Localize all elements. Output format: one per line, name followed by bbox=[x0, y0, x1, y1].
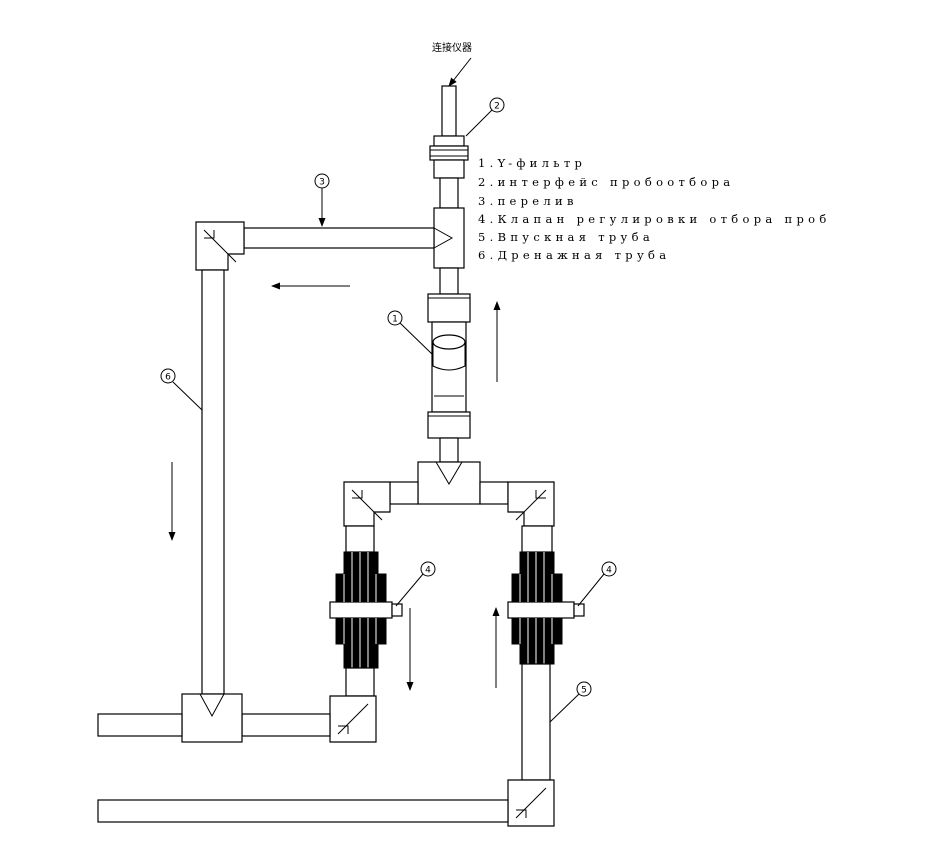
y-filter bbox=[427, 293, 471, 463]
callout-5: 5 bbox=[549, 681, 592, 723]
legend-item-4: 4.Клапан регулировки отбора проб bbox=[478, 212, 831, 226]
left-sampling-valve bbox=[329, 551, 403, 697]
svg-text:6: 6 bbox=[165, 373, 171, 383]
legend-item-3: 3.перелив bbox=[478, 194, 578, 208]
svg-text:4: 4 bbox=[606, 566, 612, 576]
instrument-label: 连接仪器 bbox=[432, 41, 472, 54]
svg-text:4: 4 bbox=[425, 566, 431, 576]
svg-text:2: 2 bbox=[494, 102, 500, 112]
callout-1: 1 bbox=[387, 310, 433, 355]
upper-tee bbox=[433, 207, 465, 295]
lower-tee bbox=[389, 461, 509, 505]
legend-item-2: 2.интерфейс пробоотбора bbox=[478, 175, 734, 189]
callout-6: 6 bbox=[160, 368, 203, 411]
inlet-pipe bbox=[97, 663, 555, 827]
legend: 1.Y-фильтр 2.интерфейс пробоотбора 3.пер… bbox=[478, 156, 831, 262]
callout-4-left: 4 bbox=[395, 561, 436, 607]
callout-3: 3 bbox=[314, 173, 330, 227]
overflow-pipe bbox=[195, 221, 435, 271]
svg-text:5: 5 bbox=[581, 686, 587, 696]
right-branch-elbow-top bbox=[507, 481, 555, 553]
instrument-leader bbox=[448, 57, 472, 87]
drain-manifold bbox=[97, 693, 377, 743]
legend-item-6: 6.Дренажная труба bbox=[478, 248, 670, 262]
left-branch-elbow-top bbox=[343, 481, 391, 553]
legend-item-1: 1.Y-фильтр bbox=[478, 156, 586, 170]
instrument-connection-pipe bbox=[429, 85, 469, 209]
flow-arrows bbox=[168, 282, 501, 691]
legend-item-5: 5.Впускная труба bbox=[478, 230, 654, 244]
callout-2: 2 bbox=[465, 97, 505, 137]
svg-text:1: 1 bbox=[392, 315, 398, 325]
drain-pipe-vertical bbox=[201, 269, 225, 695]
right-sampling-valve bbox=[507, 551, 585, 665]
callout-4-right: 4 bbox=[577, 561, 617, 607]
svg-text:3: 3 bbox=[319, 178, 325, 188]
